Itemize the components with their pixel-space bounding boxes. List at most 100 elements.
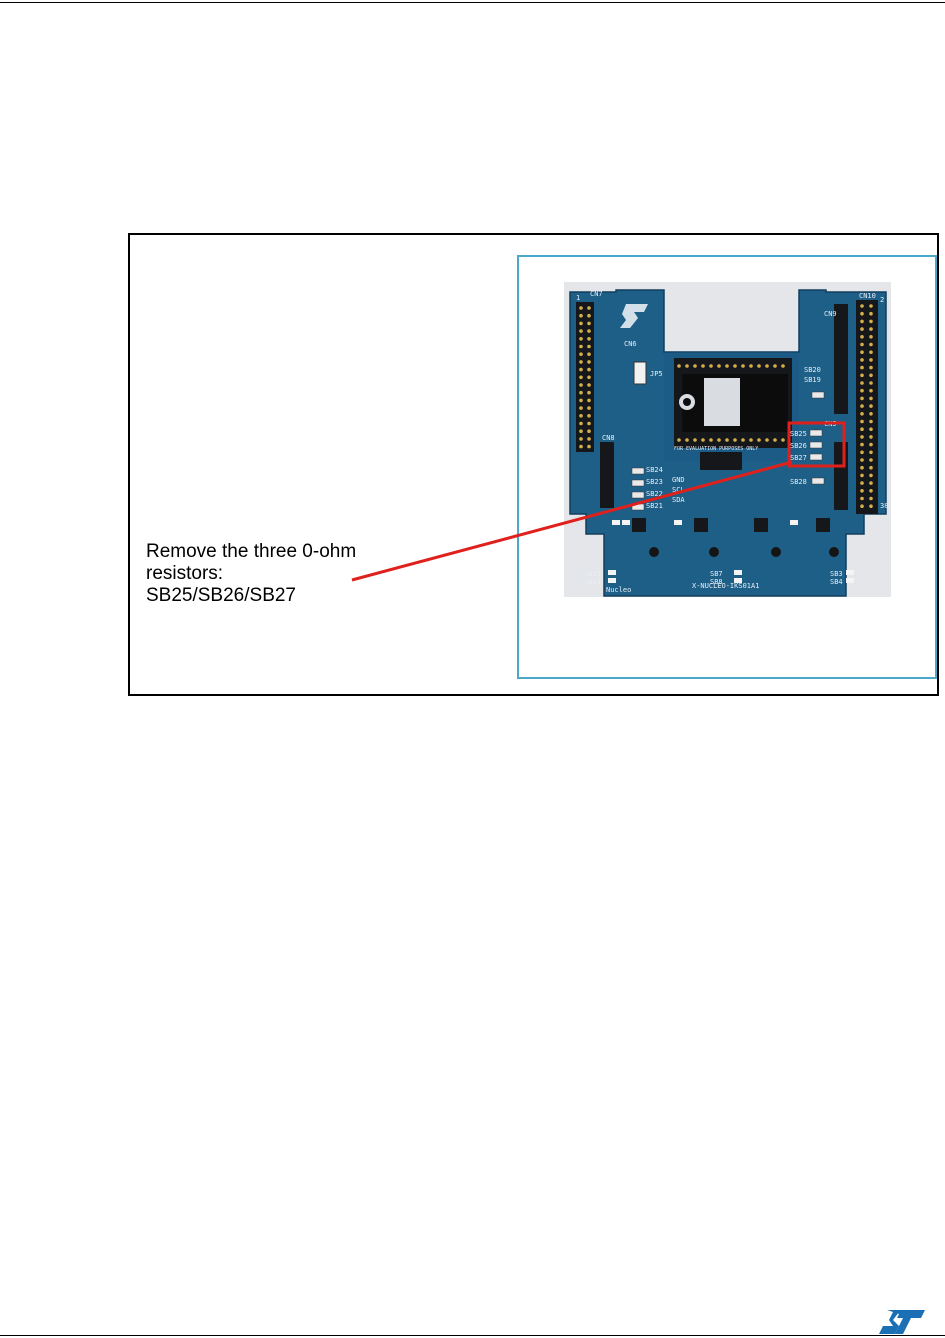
sb26-label: SB26 [790,442,807,450]
socket-pin [733,438,737,442]
header-pin [587,306,591,310]
header-pin [579,399,583,403]
header-pin [869,451,873,455]
socket-pin [693,438,697,442]
socket-pin [717,438,721,442]
header-pin [869,358,873,362]
header-pin [587,399,591,403]
socket-pin [677,438,681,442]
header-pin [869,389,873,393]
sb21-label: SB21 [646,502,663,510]
socket-text: FOR EVALUATION PURPOSES ONLY [674,446,758,452]
header-pin [860,374,864,378]
sb14-label: SB14 [584,578,601,586]
socket-pin [749,438,753,442]
header-pin [860,451,864,455]
header-pin [587,422,591,426]
bottom-rule [0,1335,945,1336]
board-photo: CN7 CN10 1 2 38 SB24 SB23 SB22 SB21 SB25… [564,282,891,597]
sb13-label: SB13 [584,570,601,578]
header-pin [579,314,583,318]
header-pin [869,435,873,439]
header-pin [587,352,591,356]
socket-pin [741,364,745,368]
nucleo-label: Nucleo [606,586,631,594]
header-pin [860,443,864,447]
header-pin [587,314,591,318]
header-pin [579,376,583,380]
header-pin [869,458,873,462]
top-rule [0,2,945,3]
socket-pin [677,364,681,368]
header-pin [587,376,591,380]
header-pin [860,304,864,308]
socket-pin [685,438,689,442]
socket-pin [701,438,705,442]
header-pin [869,404,873,408]
cn5-label: CN5 [824,420,837,428]
cn10-label: CN10 [859,292,876,300]
header-pin [587,360,591,364]
header-pin [860,474,864,478]
header-pin [869,474,873,478]
header-pin [869,343,873,347]
header-pin [869,412,873,416]
socket-pin [709,364,713,368]
header-pin [869,320,873,324]
socket-pin [725,438,729,442]
header-pin [587,414,591,418]
header-pin [579,383,583,387]
header-pin [860,335,864,339]
sb28-label: SB28 [790,478,807,486]
header-pin [579,352,583,356]
header-pin [869,366,873,370]
socket-pin [717,364,721,368]
socket-pin [773,438,777,442]
sda-label: SDA [672,496,685,504]
socket-pin [733,364,737,368]
header-pin [869,335,873,339]
sb23-label: SB23 [646,478,663,486]
header-pin [579,329,583,333]
header-pin [869,312,873,316]
header-pin [587,337,591,341]
socket-pin [693,364,697,368]
header-pin [860,412,864,416]
header-pin [860,497,864,501]
header-pin [860,350,864,354]
header-pin [860,504,864,508]
sb7-label: SB7 [710,570,723,578]
socket-pin [757,438,761,442]
sb25-label: SB25 [790,430,807,438]
header-pin [860,435,864,439]
header-pin [869,420,873,424]
header-pin [587,445,591,449]
callout-line-3: SB25/SB26/SB27 [146,585,406,607]
cn7-label: CN7 [590,290,603,298]
header-pin [587,329,591,333]
header-pin [869,481,873,485]
callout-line-2: resistors: [146,563,406,585]
gnd-label: GND [672,476,685,484]
sb19-label: SB19 [804,376,821,384]
header-pin [587,391,591,395]
socket-pin [765,438,769,442]
sb27-label: SB27 [790,454,807,462]
header-pin [860,327,864,331]
header-pin [579,337,583,341]
header-pin [579,429,583,433]
jp5-label: JP5 [650,370,663,378]
header-pin [869,304,873,308]
sb20-label: SB20 [804,366,821,374]
header-pin [587,383,591,387]
pin2-label: 2 [880,296,884,304]
header-pin [579,345,583,349]
header-pin [587,406,591,410]
cn6-label: CN6 [624,340,637,348]
header-pin [860,343,864,347]
socket-pin [765,364,769,368]
header-pin [869,327,873,331]
socket-pin [773,364,777,368]
header-pin [860,312,864,316]
header-pin [869,350,873,354]
